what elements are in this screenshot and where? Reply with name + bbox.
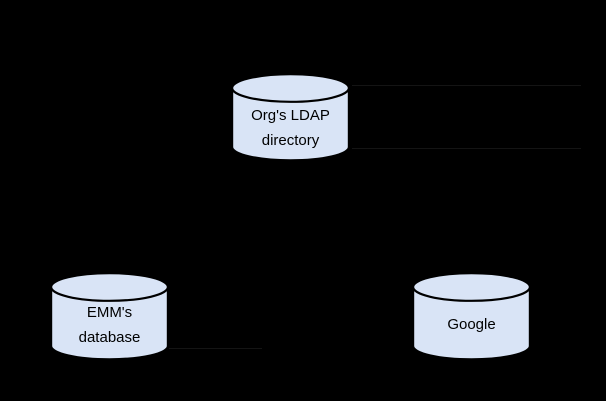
connector-line-ldap-right-lower — [352, 148, 581, 149]
connector-line-ldap-right-upper — [352, 85, 581, 86]
emm-node-label-line2: database — [78, 329, 141, 346]
database-cylinder-icon — [50, 272, 169, 360]
ldap-node-label: Org's LDAP directory — [231, 103, 350, 153]
ldap-node-label-line1: Org's LDAP — [251, 107, 330, 124]
google-node: Google — [412, 272, 531, 360]
google-node-label: Google — [412, 312, 531, 337]
emm-database-node: EMM's database — [50, 272, 169, 360]
database-cylinder-icon — [231, 73, 350, 161]
google-node-label-line1: Google — [447, 316, 496, 333]
database-cylinder-icon — [412, 272, 531, 360]
emm-node-label-line1: EMM's — [86, 304, 133, 321]
emm-node-label: EMM's database — [50, 300, 169, 350]
ldap-directory-node: Org's LDAP directory — [231, 73, 350, 161]
ldap-node-label-line2: directory — [261, 132, 320, 149]
connector-line-emm-right — [169, 348, 262, 349]
